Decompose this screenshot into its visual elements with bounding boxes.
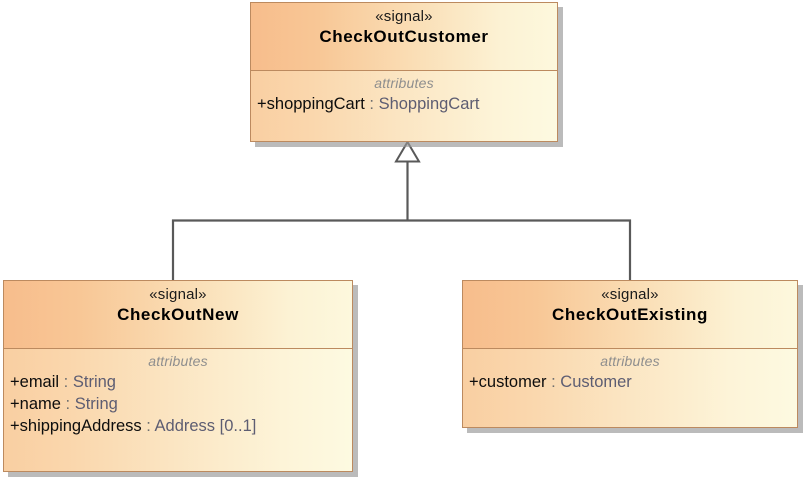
class-name: CheckOutExisting bbox=[551, 305, 709, 324]
attribute-name: name bbox=[19, 395, 61, 413]
class-stereotype: «signal» bbox=[375, 8, 433, 25]
attribute-name: shippingAddress bbox=[19, 417, 142, 435]
class-box-checkoutexisting[interactable]: «signal» CheckOutExisting attributes +cu… bbox=[462, 280, 798, 428]
class-stereotype: «signal» bbox=[149, 286, 207, 303]
class-header-checkoutnew: «signal» CheckOutNew bbox=[4, 281, 352, 349]
class-name: CheckOutCustomer bbox=[319, 27, 489, 46]
attribute-type: Customer bbox=[560, 373, 632, 391]
attribute-type: ShoppingCart bbox=[378, 95, 480, 113]
attribute-name: customer bbox=[478, 373, 547, 391]
compartment-label-attributes: attributes bbox=[148, 353, 208, 369]
attribute-row: +shippingAddress : Address [0..1] bbox=[8, 415, 348, 437]
attribute-visibility: + bbox=[10, 395, 20, 413]
compartment-label-attributes: attributes bbox=[600, 353, 660, 369]
attribute-visibility: + bbox=[10, 417, 20, 435]
class-header-checkoutexisting: «signal» CheckOutExisting bbox=[463, 281, 797, 349]
attribute-multiplicity: [0..1] bbox=[219, 417, 257, 435]
compartment-label-attributes: attributes bbox=[374, 75, 434, 91]
attribute-separator: : bbox=[65, 395, 71, 413]
attribute-row: +name : String bbox=[8, 393, 348, 415]
generalization-triangle-icon bbox=[394, 140, 421, 163]
class-attributes-compartment-checkoutexisting: attributes +customer : Customer bbox=[463, 349, 797, 427]
class-attributes-compartment-checkoutnew: attributes +email : String +name : Strin… bbox=[4, 349, 352, 471]
attribute-type: String bbox=[74, 395, 118, 413]
attribute-separator: : bbox=[63, 373, 69, 391]
attribute-row: +email : String bbox=[8, 371, 348, 393]
attribute-visibility: + bbox=[10, 373, 20, 391]
attribute-name: shoppingCart bbox=[266, 95, 365, 113]
attribute-visibility: + bbox=[257, 95, 267, 113]
attribute-type: Address bbox=[154, 417, 216, 435]
class-header-checkoutcustomer: «signal» CheckOutCustomer bbox=[251, 3, 557, 71]
attribute-separator: : bbox=[551, 373, 556, 391]
attribute-row: +customer : Customer bbox=[467, 371, 793, 393]
attribute-row: +shoppingCart : ShoppingCart bbox=[255, 93, 553, 115]
class-box-checkoutnew[interactable]: «signal» CheckOutNew attributes +email :… bbox=[3, 280, 353, 472]
attribute-type: String bbox=[72, 373, 116, 391]
attribute-visibility: + bbox=[469, 373, 479, 391]
class-stereotype: «signal» bbox=[601, 286, 659, 303]
class-name: CheckOutNew bbox=[117, 305, 239, 324]
class-attributes-compartment-checkoutcustomer: attributes +shoppingCart : ShoppingCart bbox=[251, 71, 557, 141]
attribute-name: email bbox=[19, 373, 60, 391]
attribute-separator: : bbox=[146, 417, 151, 435]
attribute-separator: : bbox=[369, 95, 374, 113]
class-box-checkoutcustomer[interactable]: «signal» CheckOutCustomer attributes +sh… bbox=[250, 2, 558, 142]
